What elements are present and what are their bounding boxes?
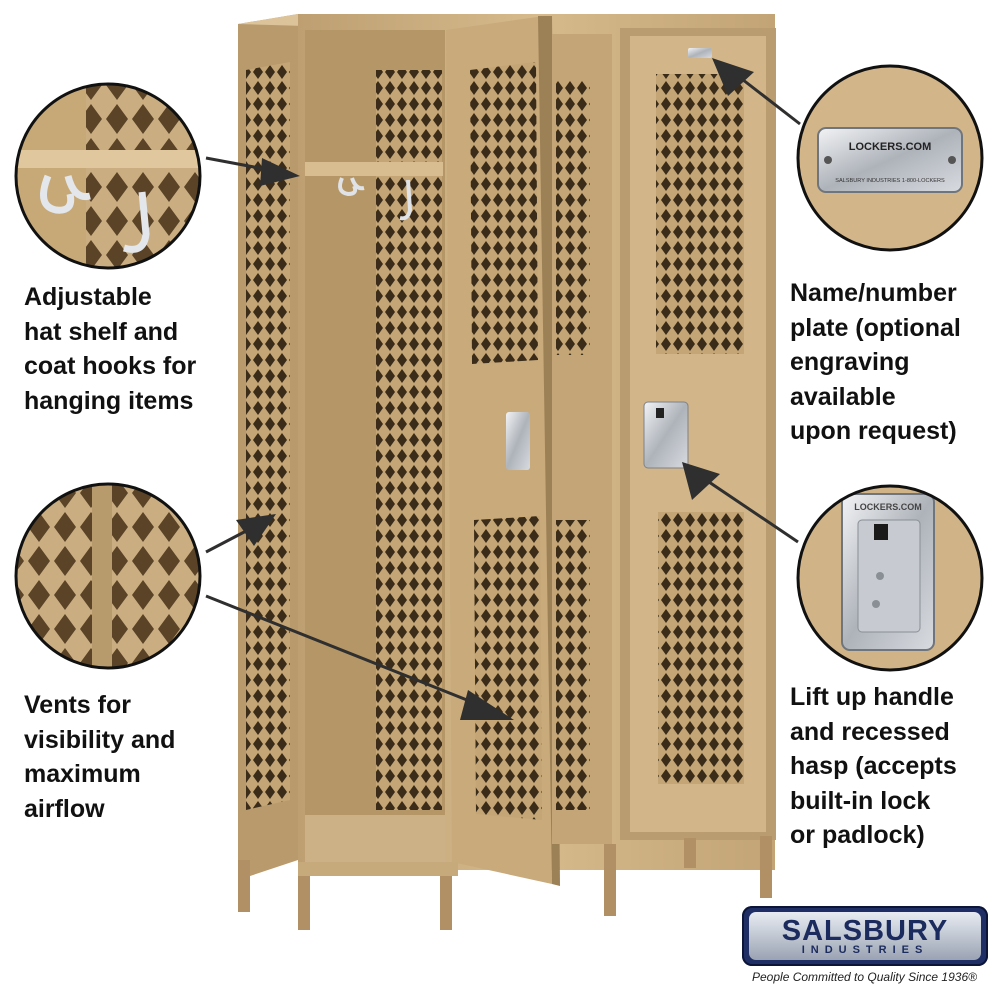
arrow-head-icon — [712, 58, 754, 96]
callout-line: Lift up handle — [790, 683, 954, 711]
middle-vent-lower — [556, 520, 590, 810]
locker-group — [238, 14, 776, 930]
callout-handle-label: Lift up handle and recessed hasp (accept… — [790, 680, 957, 853]
callout-line: available — [790, 382, 896, 411]
arrow-shelf — [205, 156, 271, 172]
arrow-handle — [705, 478, 799, 544]
callout-line: built-in lock — [790, 786, 931, 815]
callout-line: or padlock) — [790, 821, 925, 849]
arrow-head-icon — [236, 514, 276, 546]
callout-line: coat hooks for — [24, 352, 197, 380]
callout-line: engraving — [790, 348, 910, 376]
open-door-vent-lower — [474, 516, 542, 820]
callout-line: hasp (accepts — [790, 752, 957, 780]
callout-line: Name/number — [790, 279, 957, 307]
right-vent-upper — [656, 74, 744, 354]
locker-leg — [440, 868, 452, 930]
brand-logo: SALSBURY INDUSTRIES — [742, 906, 988, 966]
detail-circle-handle-border — [796, 484, 984, 672]
open-door-vent-upper — [470, 62, 538, 364]
detail-circle-handle — [798, 486, 982, 670]
side-panel-vent — [246, 62, 290, 810]
arrow-vents-door — [205, 594, 483, 708]
locker-leg — [298, 868, 310, 930]
arrow-vents-side — [205, 528, 249, 554]
callout-line: visibility and — [24, 725, 176, 754]
callout-line: airflow — [24, 794, 105, 823]
callout-line: plate (optional — [790, 313, 961, 342]
callout-arrows — [205, 58, 801, 720]
callout-line: Vents for — [24, 691, 131, 719]
hat-shelf — [305, 162, 443, 176]
recessed-handle — [643, 401, 689, 469]
callout-line: and recessed — [790, 717, 950, 746]
locker-leg — [684, 838, 696, 868]
callout-line: maximum — [24, 760, 141, 788]
callout-shelf-label: Adjustable hat shelf and coat hooks for … — [24, 280, 196, 418]
middle-vent-upper — [556, 80, 590, 355]
locker-base-rail — [298, 862, 458, 876]
locker-leg — [760, 836, 772, 898]
open-door-handle — [506, 412, 530, 470]
callout-line: upon request) — [790, 417, 957, 445]
callout-vents-label: Vents for visibility and maximum airflow — [24, 688, 175, 826]
callout-plate-label: Name/number plate (optional engraving av… — [790, 276, 961, 449]
detail-circle-shelf-border — [14, 82, 202, 270]
brand-logo-plate: SALSBURY INDUSTRIES — [749, 912, 981, 960]
arrow-head-icon — [682, 462, 720, 500]
callout-line: hat shelf and — [24, 317, 179, 346]
arrow-plate — [737, 74, 801, 126]
handle-detail-text: LOCKERS.COM — [854, 502, 922, 512]
plate-detail-top-text: LOCKERS.COM — [849, 141, 932, 153]
name-plate-small — [688, 48, 712, 58]
brand-name: SALSBURY — [781, 915, 949, 947]
locker-leg — [238, 860, 250, 912]
detail-circle-vents — [16, 484, 200, 668]
compartment-floor — [305, 815, 445, 865]
brand-subtitle: INDUSTRIES — [801, 944, 929, 956]
detail-circle-shelf — [16, 84, 200, 268]
coat-hook-icon — [399, 179, 413, 221]
handle-latch — [656, 408, 664, 418]
plate-detail-bottom-text: SALSBURY INDUSTRIES 1-800-LOCKERS — [835, 178, 945, 184]
detail-circle-vents-border — [14, 482, 202, 670]
right-vent-lower — [658, 512, 744, 784]
brand-tagline: People Committed to Quality Since 1936® — [752, 970, 977, 984]
locker-leg — [604, 844, 616, 916]
detail-circle-plate-border — [796, 64, 984, 252]
callout-line: Adjustable — [24, 283, 152, 311]
coat-hook-icon — [338, 177, 365, 197]
arrow-head-icon — [460, 690, 514, 720]
detail-circle-plate — [798, 66, 982, 250]
arrow-head-icon — [260, 158, 300, 186]
callout-line: hanging items — [24, 386, 194, 415]
